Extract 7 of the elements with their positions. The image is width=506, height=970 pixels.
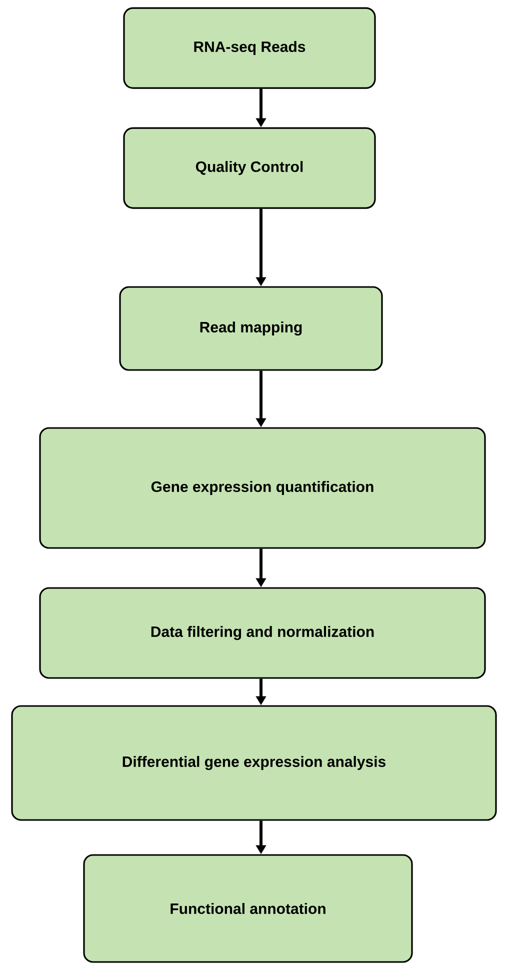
process-box: Data filtering and normalization: [39, 587, 486, 679]
process-box: RNA-seq Reads: [123, 7, 376, 89]
process-box: Differential gene expression analysis: [11, 705, 497, 821]
process-box: Functional annotation: [83, 854, 413, 963]
process-box: Quality Control: [123, 127, 376, 209]
process-box: Gene expression quantification: [39, 427, 486, 549]
process-box: Read mapping: [119, 286, 383, 371]
